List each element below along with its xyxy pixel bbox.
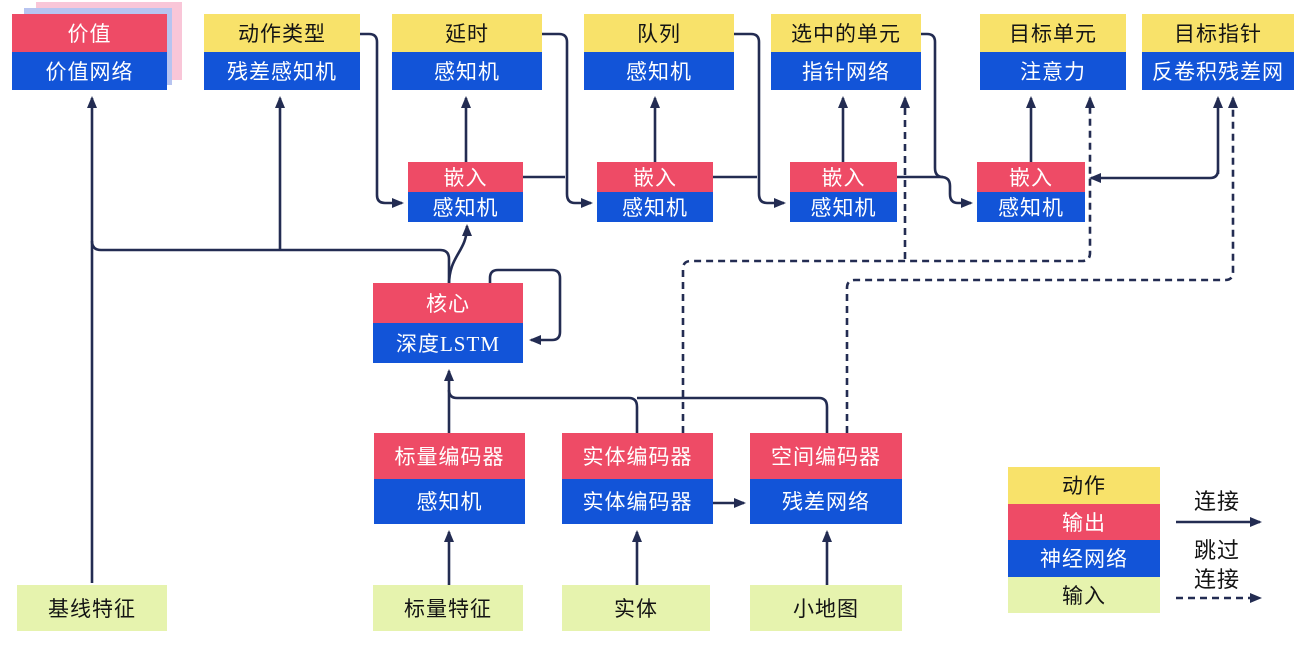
node-target-point-head: 目标指针 反卷积残差网 bbox=[1142, 14, 1294, 90]
legend-network-label: 神经网络 bbox=[1008, 540, 1160, 577]
node-input-minimap: 小地图 bbox=[750, 585, 902, 631]
spatial-encoder-network: 残差网络 bbox=[750, 478, 902, 524]
legend-dashed-arrow-label-line1: 跳过 bbox=[1193, 538, 1240, 563]
baseline-features-label: 基线特征 bbox=[17, 585, 167, 631]
legend-output-label: 输出 bbox=[1008, 503, 1160, 540]
legend-action-label: 动作 bbox=[1008, 467, 1160, 504]
target-point-network: 反卷积残差网 bbox=[1142, 52, 1294, 90]
minimap-label: 小地图 bbox=[750, 585, 902, 631]
entity-encoder-output: 实体编码器 bbox=[562, 433, 713, 479]
legend-dashed-arrow-label-line2: 连接 bbox=[1193, 567, 1240, 592]
selected-units-label: 选中的单元 bbox=[771, 14, 921, 52]
legend-input-label: 输入 bbox=[1008, 576, 1160, 613]
queue-network: 感知机 bbox=[584, 52, 734, 90]
value-network-label: 价值网络 bbox=[12, 52, 167, 90]
embed-2-output: 嵌入 bbox=[597, 162, 713, 192]
legend-color-key: 动作 输出 神经网络 输入 bbox=[1008, 467, 1160, 613]
embed-1-output: 嵌入 bbox=[408, 162, 523, 192]
node-embed-3: 嵌入 感知机 bbox=[790, 162, 897, 222]
target-unit-network: 注意力 bbox=[980, 52, 1126, 90]
node-queue-head: 队列 感知机 bbox=[584, 14, 734, 90]
queue-label: 队列 bbox=[584, 14, 734, 52]
node-target-unit-head: 目标单元 注意力 bbox=[980, 14, 1126, 90]
embed-3-output: 嵌入 bbox=[790, 162, 897, 192]
node-embed-4: 嵌入 感知机 bbox=[977, 162, 1085, 222]
node-action-type-head: 动作类型 残差感知机 bbox=[204, 14, 360, 90]
entity-encoder-network: 实体编码器 bbox=[562, 478, 713, 524]
skip-connection-lines bbox=[681, 96, 1262, 603]
solid-connection-lines bbox=[87, 32, 1262, 585]
embed-4-output: 嵌入 bbox=[977, 162, 1085, 192]
embed-4-network: 感知机 bbox=[977, 192, 1085, 222]
value-output-label: 价值 bbox=[12, 14, 167, 52]
spatial-encoder-output: 空间编码器 bbox=[750, 433, 902, 479]
target-point-label: 目标指针 bbox=[1142, 14, 1294, 52]
scalar-features-label: 标量特征 bbox=[373, 585, 523, 631]
scalar-encoder-network: 感知机 bbox=[374, 478, 525, 524]
selected-units-network: 指针网络 bbox=[771, 52, 921, 90]
embed-1-network: 感知机 bbox=[408, 192, 523, 222]
scalar-encoder-output: 标量编码器 bbox=[374, 433, 525, 479]
embed-3-network: 感知机 bbox=[790, 192, 897, 222]
node-delay-head: 延时 感知机 bbox=[392, 14, 542, 90]
node-input-scalar-features: 标量特征 bbox=[373, 585, 523, 631]
core-output-label: 核心 bbox=[373, 283, 523, 323]
node-entity-encoder: 实体编码器 实体编码器 bbox=[562, 433, 713, 524]
delay-label: 延时 bbox=[392, 14, 542, 52]
entities-label: 实体 bbox=[562, 585, 710, 631]
node-spatial-encoder: 空间编码器 残差网络 bbox=[750, 433, 902, 524]
node-input-entities: 实体 bbox=[562, 585, 710, 631]
node-input-baseline-features: 基线特征 bbox=[17, 585, 167, 631]
delay-network: 感知机 bbox=[392, 52, 542, 90]
action-type-label: 动作类型 bbox=[204, 14, 360, 52]
core-network-label: 深度LSTM bbox=[373, 323, 523, 363]
node-selected-units-head: 选中的单元 指针网络 bbox=[771, 14, 921, 90]
node-scalar-encoder: 标量编码器 感知机 bbox=[374, 433, 525, 524]
node-embed-2: 嵌入 感知机 bbox=[597, 162, 713, 222]
legend-solid-arrow-label: 连接 bbox=[1193, 489, 1240, 514]
embed-2-network: 感知机 bbox=[597, 192, 713, 222]
action-type-network: 残差感知机 bbox=[204, 52, 360, 90]
node-core: 核心 深度LSTM bbox=[373, 283, 523, 363]
node-value-head: 价值 价值网络 bbox=[12, 14, 167, 90]
node-embed-1: 嵌入 感知机 bbox=[408, 162, 523, 222]
target-unit-label: 目标单元 bbox=[980, 14, 1126, 52]
